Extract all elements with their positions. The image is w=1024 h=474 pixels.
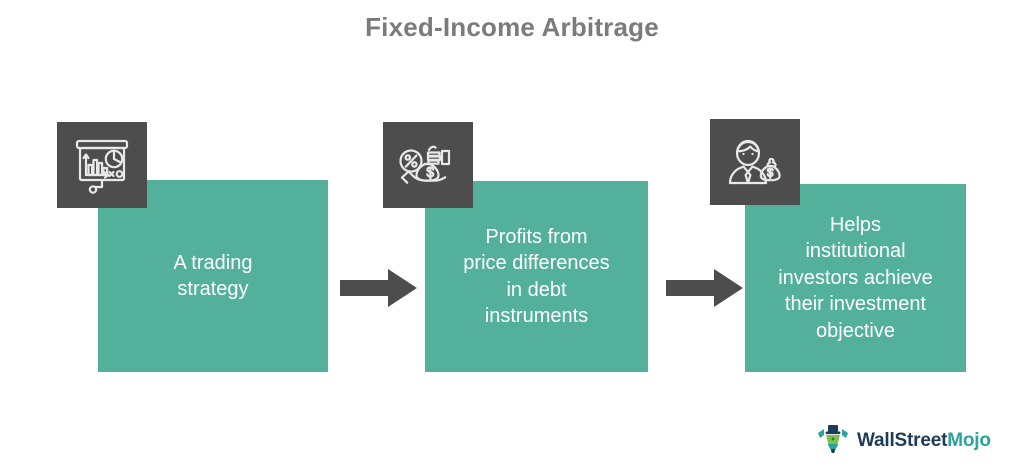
wallstreetmojo-bull-icon [816,421,850,460]
hand-money-bag-percent-icon [383,122,473,208]
wallstreetmojo-logo[interactable]: WallStreetMojo [816,421,991,460]
step-1-label: A trading strategy [173,251,253,300]
businessman-money-bag-icon [710,119,800,205]
page-title: Fixed-Income Arbitrage [365,12,659,42]
step-1-box: A trading strategy [98,180,328,372]
step-2-box: Profits from price differences in debt i… [425,181,648,372]
step-3-label: Helps institutional investors achieve th… [778,214,933,342]
logo-text-accent: Mojo [947,429,991,451]
step-3-box: Helps institutional investors achieve th… [745,184,966,372]
logo-text-primary: WallStreet [857,429,948,451]
step-2-label: Profits from price differences in debt i… [463,225,610,327]
arrow-right-icon-2 [666,267,744,309]
presentation-chart-icon [57,122,147,208]
arrow-right-icon-1 [340,267,418,309]
logo-text: WallStreetMojo [857,430,991,452]
